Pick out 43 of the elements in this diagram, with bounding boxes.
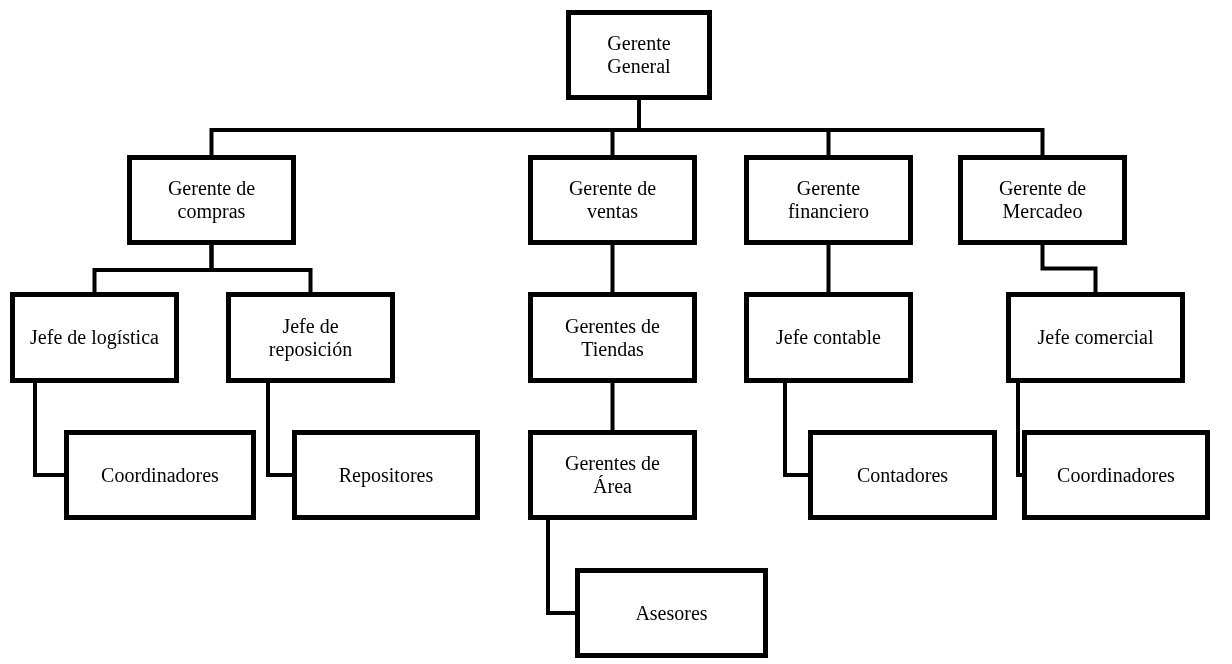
role-label: Gerente de ventas	[567, 177, 658, 223]
connector-line	[610, 383, 615, 430]
org-box	[292, 430, 480, 520]
org-box	[127, 155, 296, 245]
role-label: Coordinadores	[100, 463, 220, 487]
org-box	[575, 568, 768, 658]
org-box	[808, 430, 997, 520]
org-box	[226, 292, 395, 383]
role-label: Gerentes de Tiendas	[564, 314, 661, 361]
connector-line	[546, 520, 575, 615]
connector-line	[1040, 245, 1098, 292]
org-box	[64, 430, 256, 520]
role-label: Jefe contable	[775, 326, 882, 349]
connector-line	[266, 383, 292, 477]
connector-line	[783, 383, 808, 477]
org-box	[1022, 430, 1210, 520]
connector-line	[209, 245, 313, 292]
role-label: Coordinadores	[1056, 463, 1176, 487]
role-label: Gerente de Mercadeo	[997, 177, 1088, 223]
role-label: Gerente General	[606, 32, 672, 78]
connector-line	[1016, 383, 1022, 477]
org-box	[744, 155, 913, 245]
connector-line	[33, 383, 64, 477]
role-label: Contadores	[855, 463, 950, 487]
org-box	[744, 292, 913, 383]
role-label: Gerente de compras	[166, 177, 257, 223]
org-box	[566, 10, 712, 100]
org-box	[528, 292, 697, 383]
role-label: Jefe de logística	[29, 326, 160, 349]
role-label: Gerente financiero	[786, 177, 871, 223]
connector-line	[610, 245, 615, 292]
connector-line	[826, 245, 831, 292]
role-label: Asesores	[634, 601, 709, 625]
role-label: Jefe de reposición	[267, 314, 354, 361]
org-box	[528, 155, 697, 245]
org-box	[958, 155, 1127, 245]
org-box	[1006, 292, 1185, 383]
org-box	[10, 292, 179, 383]
org-box	[528, 430, 697, 520]
role-label: Gerentes de Área	[564, 452, 661, 498]
role-label: Jefe comercial	[1036, 326, 1155, 349]
connector-line	[637, 100, 1045, 155]
role-label: Repositores	[337, 463, 435, 487]
